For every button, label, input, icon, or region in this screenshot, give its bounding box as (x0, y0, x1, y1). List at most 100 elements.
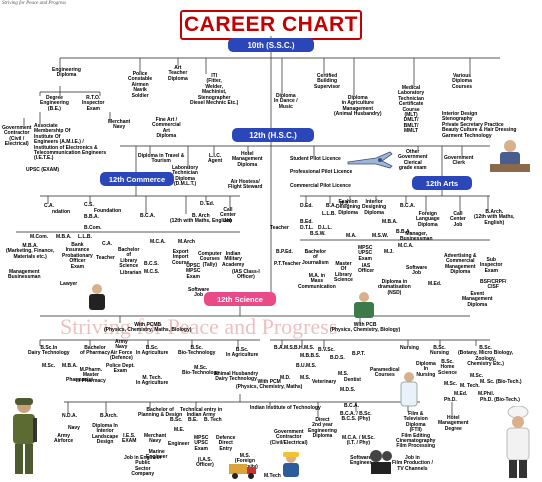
librarian: Librarian (120, 270, 142, 276)
medical-lab: Medical Laboratory Technician Certificat… (398, 85, 425, 135)
llb-arts: L.L.B. (322, 211, 336, 217)
mtech-pcm: M.Tech (264, 473, 281, 479)
ias-officer-commerce: (IAS Class-I Officer) (232, 269, 260, 281)
indian-military: Indian Military Academy (222, 251, 245, 268)
foreign-language: Foreign Language Diploma (416, 211, 440, 228)
certified-building: Certified Building Supervisor (314, 73, 341, 90)
bsc-micro: B.Sc. (Botany, Micro Biology, Zoology, C… (458, 345, 514, 368)
msc-biotech: M.Sc. Bio-Technology (182, 365, 220, 377)
bank-exam: Bank Insurance Probationary Officer Exam (62, 242, 93, 270)
bsc-agri: B.Sc. In Agriculture (136, 345, 169, 357)
govt-contractor: Government Contractor (Civil / Electrica… (2, 125, 32, 148)
bsc-home-science: B.Sc. Home Science (438, 359, 457, 376)
management-business: Management Businessman (8, 269, 41, 281)
bed-arts: B.Ed. (300, 219, 313, 225)
other-govt-exams: Other Government Clerical grade exam (398, 149, 428, 172)
dentist: Dentist (344, 377, 361, 383)
nurse-figure-icon (400, 372, 418, 407)
sub-inspector: Sub Inspector Exam (480, 257, 503, 274)
merchant-navy-ssc: Merchant Navy (108, 119, 131, 131)
army-airforce: Army Airforce (54, 433, 74, 445)
bachelor-pharmacy: Bachelor of Pharmacy (80, 345, 111, 357)
phd: Ph.D. (444, 397, 457, 403)
defence-direct: Defence Direct Entry (216, 435, 236, 452)
artist-figure-icon (354, 292, 374, 318)
govt-contractor-pcm: Government Contractor (Civil/Electrical) (270, 429, 308, 446)
md: M.D. (280, 375, 291, 381)
intermediate: ndation (52, 209, 71, 215)
med-arts: M.Ed. (428, 281, 442, 287)
nda: N.D.A. (62, 413, 77, 419)
bsc-biotech: B.Sc. Bio-Technology (178, 345, 216, 357)
mds: M.D.S. (340, 387, 356, 393)
bams: B.A.M.S. (274, 345, 295, 351)
engineer: Engineer (168, 441, 190, 447)
fashion: Fashion Designing Diploma (336, 199, 361, 216)
barch-commerce: B. Arch (12th with Maths, English) (170, 213, 232, 225)
professional-pilot: Professional Pilot Licence (290, 169, 353, 175)
me: M.E. (174, 427, 185, 433)
teacher-commerce: Teacher (96, 255, 115, 261)
film-camera-icon (370, 450, 392, 474)
animal-husbandry: Animal Husbandry Dairy Technology (214, 371, 259, 383)
bj-arts: B.J. (340, 201, 350, 207)
bca-bsc: B.C.A. / B.Sc. B.C.S. (Phy) (340, 411, 372, 423)
lic-agent: L.I.C. Agent (208, 153, 223, 165)
msc-biotech-pcb: M. Sc. (Bio-Tech.) (480, 379, 522, 385)
bca-pcm: B.C.A. (344, 403, 359, 409)
dll-arts: D.L.L. (318, 225, 332, 231)
navy: Navy (68, 425, 80, 431)
cs: C.S. (84, 202, 94, 208)
bpe: B.P.Ed. (276, 249, 293, 255)
clerk-figure-icon (490, 140, 530, 172)
watermark-tagline: Striving for Peace and Progress (60, 314, 338, 339)
diploma-dance: Diploma In Dance / Music (274, 93, 298, 110)
bcs-commerce: B.C.S. (144, 261, 159, 267)
hub-pcb: With PCB (Physics, Chemistry, Biology) (330, 322, 401, 334)
hotel-mgmt-diploma: Hotel Management Diploma (232, 151, 263, 168)
computer-courses: Computer Courses (Tally) (198, 251, 222, 268)
ma-arts: M.A. (346, 233, 357, 239)
interior-arts: Interior Designing Diploma (362, 199, 387, 216)
rto-inspector: R.T.O. Inspector Exam (82, 95, 105, 112)
interior-design: Interior Design Stenography Private Secr… (442, 111, 517, 139)
lab-technician: Laboratory Technician Diploma (D.M.L.T.) (172, 165, 199, 188)
bca-commerce: B.C.A. (140, 213, 155, 219)
ies-exam: I.E.S. EXAM (122, 433, 137, 445)
lawyer-figure-icon (89, 284, 105, 310)
airplane-icon (347, 151, 393, 169)
mca-commerce: M.C.A. (150, 239, 166, 245)
degree-engineering: Degree Engineering (B.E.) (40, 95, 69, 112)
job-in-film: Job in Film Production / TV Channels (392, 455, 433, 472)
diploma-interior: Diploma In Interior Landscape Design (92, 423, 119, 446)
bpt: B.P.T. (352, 351, 365, 357)
bvsc: B.V.Sc. (318, 347, 335, 353)
engineer-figure-icon (283, 452, 299, 477)
blib: Bachelor of Library Science (118, 247, 140, 270)
hub-ssc: 10th (S.S.C.) (228, 38, 314, 52)
fine-art: Fine Art / Commercial Art Diploma (152, 117, 181, 140)
bsf: BSF/CRPF/ CISF (480, 279, 507, 291)
engineering-diploma: Engineering Diploma (52, 67, 81, 79)
mbbs: M.B.B.S. (300, 353, 321, 359)
mba-commerce: M.B.A. (56, 234, 72, 240)
marine-engineer: Marine Engineer (146, 449, 168, 461)
manager-arts: Manager, Businessman (400, 231, 433, 243)
diploma-agri: Diploma in Agriculture Management (Anima… (334, 95, 382, 118)
pt-teacher: P.T.Teacher (274, 261, 301, 267)
foundation: Foundation (94, 208, 122, 214)
various-diploma: Various Diploma Courses (452, 73, 473, 90)
master-pharmacy: M.Pharm. Master in Pharmacy (76, 367, 106, 384)
bba: B.B.A. (84, 214, 99, 220)
barch-pcmb: B.Arch. (100, 413, 118, 419)
ms: M.S. (300, 375, 311, 381)
direct-2nd-year: Direct 2nd year Engineering Diploma (308, 417, 337, 440)
associate-membership: Associate Membership Of Institute Of Eng… (34, 123, 107, 162)
bca-arts: B.C.A. (400, 203, 415, 209)
mpsc-upsc-pcm: MPSC UPSC Exam (194, 435, 209, 452)
mtech-pcb: M. Tech. (460, 383, 480, 389)
software-engineer: Software Engineer (350, 455, 372, 467)
army-navy: Army Navy Air Force (Defence) (110, 339, 133, 362)
upsc-exam: UPSC (EXAM) (26, 167, 60, 173)
